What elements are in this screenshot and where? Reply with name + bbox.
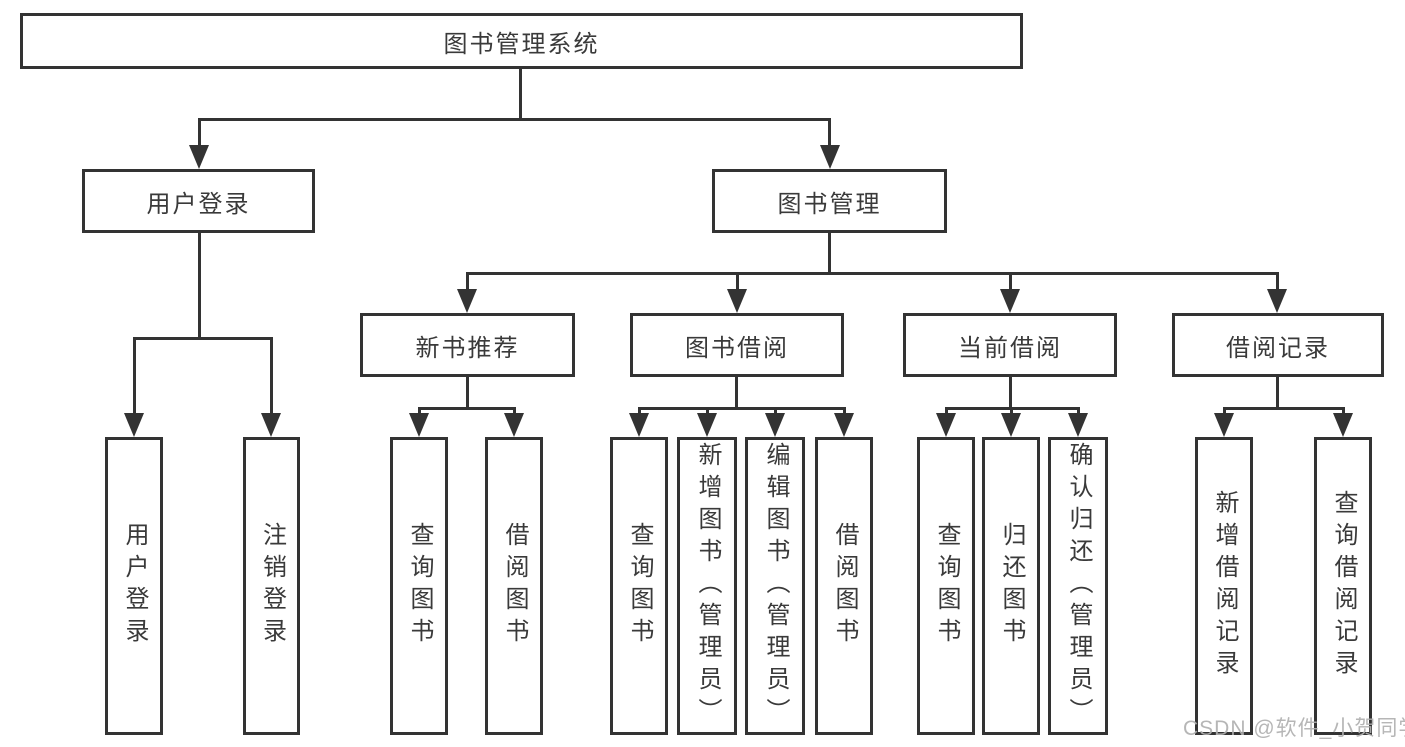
arrowhead-leaf: [504, 413, 524, 437]
connector-level3-drop: [1276, 272, 1279, 294]
leaf-label: 注销登录: [258, 522, 286, 650]
leaf-logout: 注销登录: [243, 437, 300, 735]
node-label: 图书借阅: [685, 334, 789, 362]
leaf-user-login: 用户登录: [105, 437, 163, 735]
leaf-label: 归还图书: [998, 522, 1025, 650]
leaf-borrow-books: 借阅图书: [815, 437, 873, 735]
leaf-label: 新增图书（管理员）: [694, 442, 721, 730]
csdn-watermark: CSDN @软件_小贺同学: [1183, 717, 1405, 740]
node-borrow-records: 借阅记录: [1172, 313, 1384, 377]
leaf-return-books: 归还图书: [982, 437, 1040, 735]
connector-stem: [1009, 377, 1012, 410]
arrowhead-book-borrow: [727, 289, 747, 313]
leaf-label: 确认归还（管理员）: [1065, 442, 1092, 730]
connector-rail: [1223, 407, 1345, 410]
leaf-query-borrow-record: 查询借阅记录: [1314, 437, 1372, 735]
arrowhead-leaf: [765, 413, 785, 437]
leaf-query-books-current: 查询图书: [917, 437, 975, 735]
leaf-confirm-return-admin: 确认归还（管理员）: [1048, 437, 1108, 735]
arrowhead-leaf: [124, 413, 144, 437]
arrowhead-leaf: [409, 413, 429, 437]
arrowhead-leaf: [1068, 413, 1088, 437]
node-current-borrow: 当前借阅: [903, 313, 1117, 377]
connector-level3-drop: [736, 272, 739, 294]
connector-user-login-rail: [133, 337, 273, 340]
connector-user-login-drop: [198, 118, 201, 150]
node-library-management-system: 图书管理系统: [20, 13, 1023, 69]
leaf-borrow-books-recommend: 借阅图书: [485, 437, 543, 735]
connector-level3-rail: [466, 272, 1279, 275]
connector-leaf-drop: [270, 337, 273, 417]
connector-leaf-drop: [133, 337, 136, 417]
arrowhead-leaf: [936, 413, 956, 437]
connector-stem: [466, 377, 469, 410]
connector-book-mgmt-drop: [828, 118, 831, 150]
arrowhead-user-login: [189, 145, 209, 169]
node-label: 用户登录: [146, 190, 251, 218]
arrowhead-leaf: [1001, 413, 1021, 437]
arrowhead-leaf: [261, 413, 281, 437]
leaf-label: 查询图书: [406, 522, 433, 650]
node-user-login: 用户登录: [82, 169, 315, 233]
leaf-label: 查询借阅记录: [1330, 490, 1357, 682]
node-label: 图书管理系统: [443, 30, 600, 58]
leaf-label: 用户登录: [121, 522, 148, 650]
arrowhead-leaf: [834, 413, 854, 437]
arrowhead-leaf: [1333, 413, 1353, 437]
connector-book-mgmt-stem: [828, 233, 831, 275]
leaf-label: 借阅图书: [831, 522, 858, 650]
connector-user-login-stem: [198, 233, 201, 340]
connector-level3-drop: [1009, 272, 1012, 294]
leaf-add-books-admin: 新增图书（管理员）: [677, 437, 737, 735]
connector-stem: [1276, 377, 1279, 410]
connector-stem: [735, 377, 738, 410]
node-label: 图书管理: [777, 190, 882, 218]
leaf-edit-books-admin: 编辑图书（管理员）: [745, 437, 805, 735]
leaf-query-books-borrow: 查询图书: [610, 437, 668, 735]
connector-level3-drop: [466, 272, 469, 294]
node-new-book-recommend: 新书推荐: [360, 313, 575, 377]
leaf-label: 编辑图书（管理员）: [762, 442, 789, 730]
connector-rail: [638, 407, 846, 410]
leaf-add-borrow-record: 新增借阅记录: [1195, 437, 1253, 735]
arrowhead-leaf: [1214, 413, 1234, 437]
leaf-label: 借阅图书: [501, 522, 528, 650]
node-label: 新书推荐: [415, 334, 520, 362]
node-label: 当前借阅: [958, 334, 1062, 362]
connector-root-stem: [519, 68, 522, 121]
connector-rail: [418, 407, 516, 410]
node-book-management: 图书管理: [712, 169, 947, 233]
arrowhead-book-mgmt: [820, 145, 840, 169]
arrowhead-leaf: [697, 413, 717, 437]
arrowhead-borrow-records: [1267, 289, 1287, 313]
arrowhead-leaf: [629, 413, 649, 437]
leaf-label: 查询图书: [933, 522, 960, 650]
node-label: 借阅记录: [1226, 334, 1330, 362]
leaf-query-books-recommend: 查询图书: [390, 437, 448, 735]
leaf-label: 新增借阅记录: [1211, 490, 1238, 682]
leaf-label: 查询图书: [626, 522, 653, 650]
node-book-borrow: 图书借阅: [630, 313, 844, 377]
arrowhead-new-book-recommend: [457, 289, 477, 313]
arrowhead-current-borrow: [1000, 289, 1020, 313]
connector-level2-rail: [198, 118, 831, 121]
